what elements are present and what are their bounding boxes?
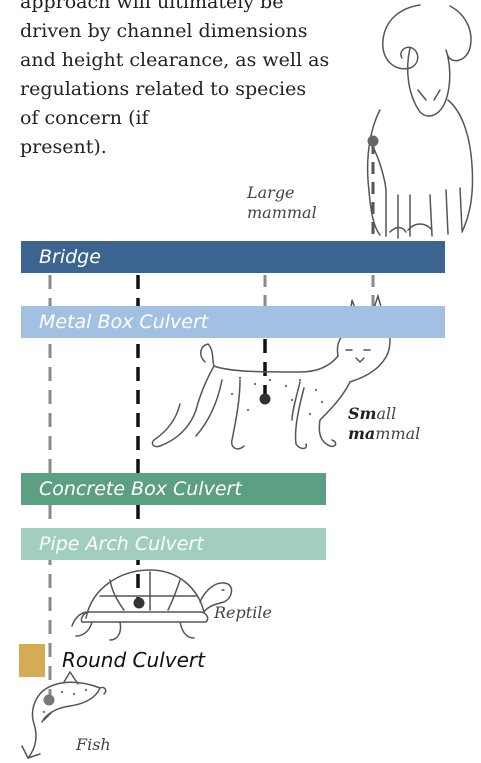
large-mammal-marker [368,136,379,147]
metal-box-culvert-bar: Metal Box Culvert [21,306,445,338]
small-mammal-label: Small mammal [348,404,420,444]
bighorn-sheep-illustration [368,5,473,238]
reptile-marker [134,598,145,609]
reptile-label: Reptile [214,603,272,623]
small-mammal-label-rest2: mmal [375,424,420,443]
small-mammal-label-bold1: Sm [348,404,376,423]
concrete-box-culvert-bar: Concrete Box Culvert [21,473,326,505]
round-culvert-swatch [19,644,45,677]
bridge-bar: Bridge [21,241,445,273]
fish-marker [44,695,55,706]
large-mammal-label: Large mammal [247,183,317,223]
small-mammal-label-rest1: all [376,404,396,423]
bobcat-spots [231,377,323,415]
pipe-arch-culvert-bar: Pipe Arch Culvert [21,528,326,560]
large-mammal-label-line1: Large [247,183,295,202]
tortoise-illustration [72,570,231,640]
small-mammal-marker [260,394,271,405]
large-mammal-label-line2: mammal [247,203,317,222]
fish-label: Fish [76,735,111,755]
round-culvert-label: Round Culvert [62,645,205,675]
small-mammal-label-bold2: ma [348,424,375,443]
